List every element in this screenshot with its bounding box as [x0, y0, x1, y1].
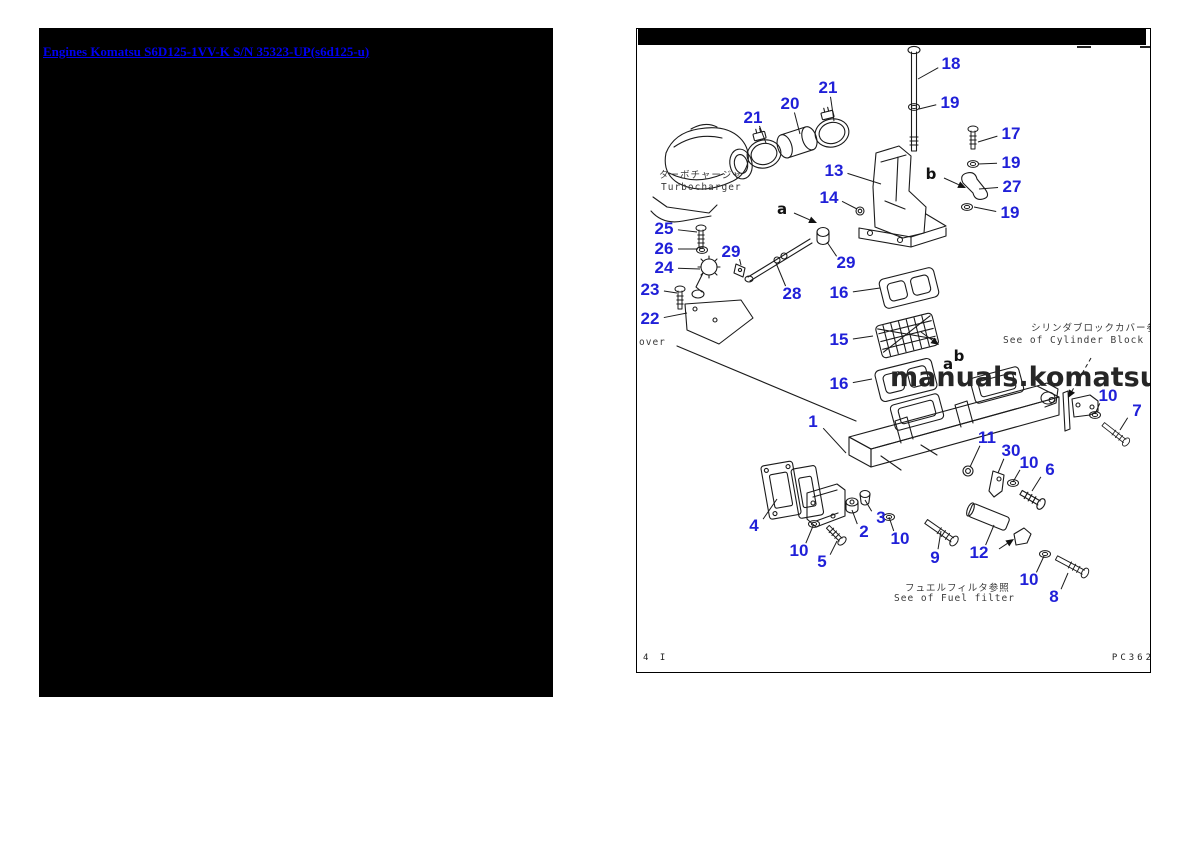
- branch-part: [790, 465, 846, 528]
- page-number-right: PC362: [1111, 653, 1151, 663]
- bar-tick: [1140, 46, 1150, 48]
- cover-plate-part: [1040, 390, 1099, 432]
- rod-part: [744, 238, 813, 283]
- manifold-part: [848, 366, 1060, 471]
- nut-part: [816, 226, 830, 246]
- bracket-part: [855, 145, 947, 248]
- spacer-part: [966, 502, 1010, 531]
- cylinder-block-cover-label-jp: シリンダブロックカバー参照: [1031, 323, 1150, 334]
- plug-part: [859, 489, 871, 506]
- clipped-label-fragment: over: [639, 337, 666, 348]
- turbocharger-part: [650, 123, 753, 223]
- turbocharger-label-jp: ターボチャージャ: [659, 170, 743, 181]
- exploded-view-diagram: [650, 45, 1132, 590]
- angle-bracket-part: [988, 470, 1005, 498]
- gasket-part: [874, 357, 938, 403]
- gasket-part: [878, 267, 940, 309]
- bar-tick: [1077, 46, 1091, 48]
- long-bolt-part: [907, 45, 921, 152]
- clip-part: [1013, 527, 1032, 546]
- page-header-bar: [638, 29, 1146, 45]
- hose-part: [776, 126, 818, 159]
- valve-part: [691, 255, 721, 299]
- plug-part: [845, 497, 859, 514]
- turbocharger-label-en: Turbocharger: [661, 182, 742, 193]
- gasket-part: [760, 460, 802, 520]
- left-black-panel: Engines Komatsu S6D125-1VV-K S/N 35323-U…: [39, 28, 553, 697]
- fuel-filter-label-jp: フュエルフィルタ参照: [905, 583, 1010, 594]
- elbow-part: [733, 263, 746, 278]
- page-number-left: 4 I: [643, 653, 669, 663]
- plate-part: [676, 299, 857, 422]
- cylinder-block-cover-label-en: See of Cylinder Block C: [1003, 335, 1151, 346]
- engine-manual-link[interactable]: Engines Komatsu S6D125-1VV-K S/N 35323-U…: [43, 44, 370, 59]
- link-part: [961, 172, 989, 200]
- watermark: manuals.komatsu.com: [890, 362, 1150, 393]
- grid-plate-part: [875, 312, 939, 359]
- fuel-filter-label-en: See of Fuel filter: [894, 593, 1015, 604]
